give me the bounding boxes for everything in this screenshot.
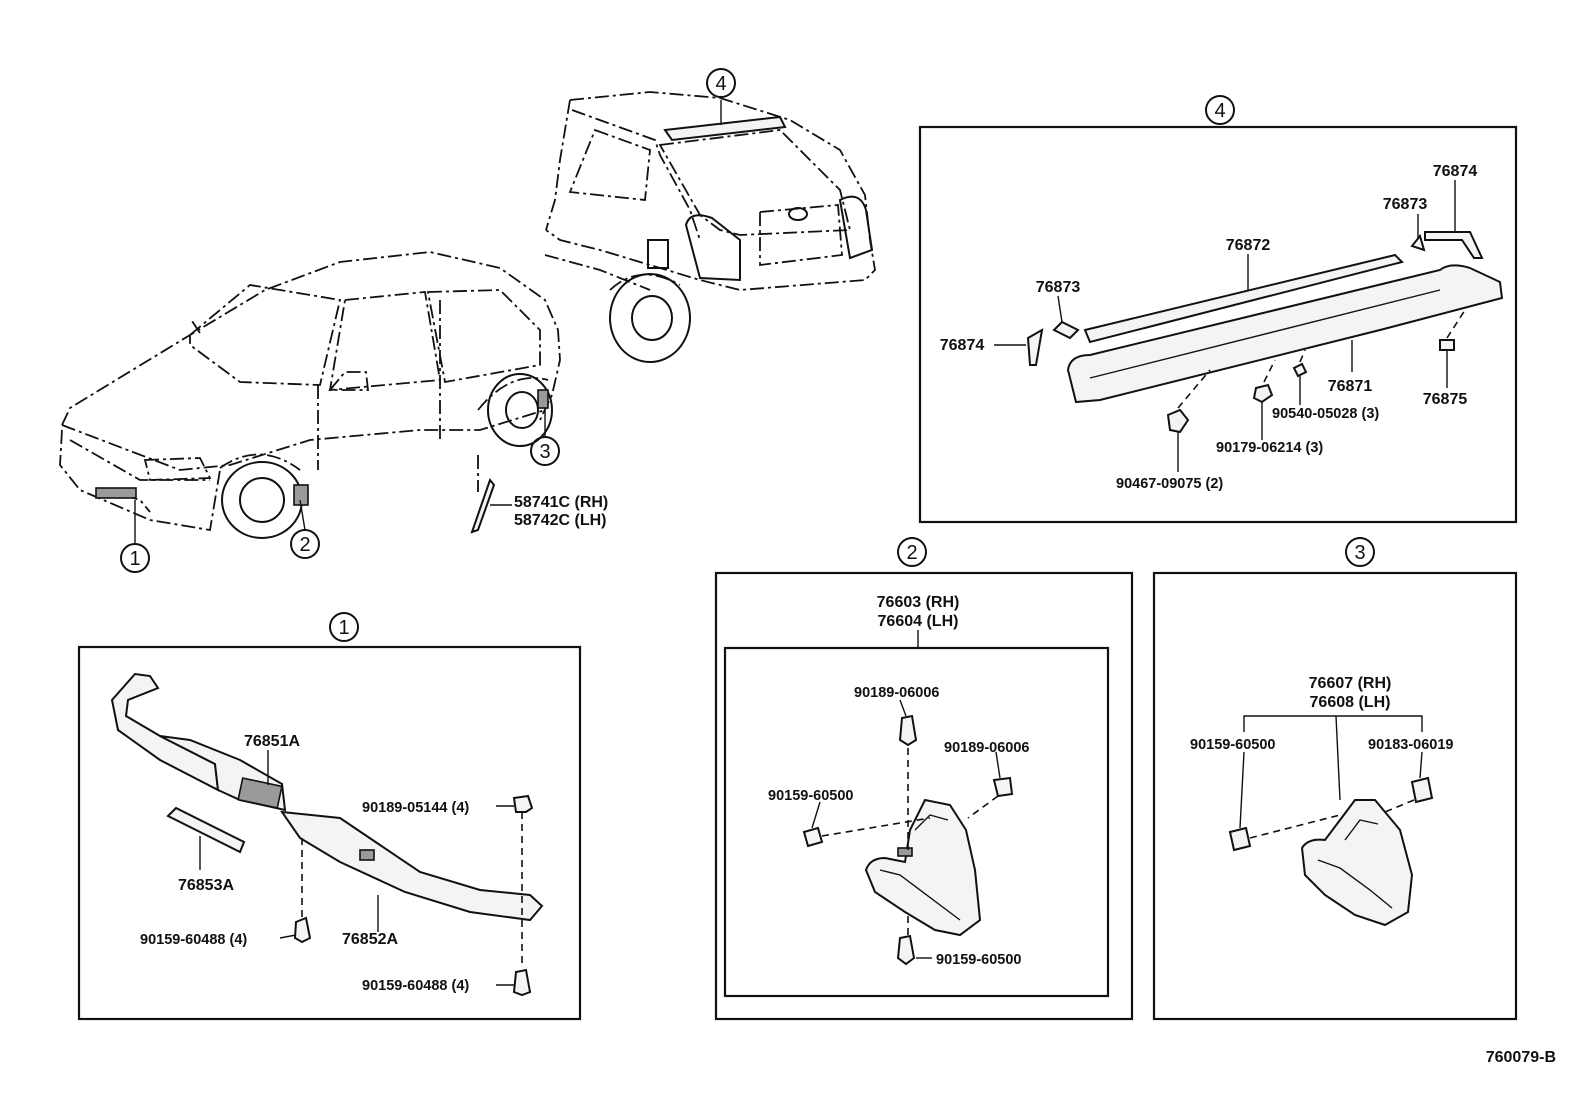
- rear-car-illustration: [544, 91, 876, 363]
- clip-90183-06019: [1410, 776, 1434, 804]
- clip-90189-05144: [512, 794, 534, 813]
- mudguard-front-lh: 76604 (LH): [878, 613, 959, 630]
- part-90159-60500-b: 90159-60500: [936, 952, 1021, 968]
- screw-90159-60500-a: [802, 826, 824, 848]
- part-90183-06019: 90183-06019: [1368, 737, 1453, 753]
- part-90189-06006-a: 90189-06006: [854, 685, 939, 701]
- clip-90540: [1292, 362, 1308, 378]
- panel-4-rear-spoiler: 4 76874 76873 76872 76873 76874 76871 7: [918, 95, 1518, 524]
- end-seal-right: [1410, 233, 1426, 252]
- rear-spoiler-body: [1066, 264, 1504, 404]
- panel-3-rear-mudguard: 3 76607 (RH) 76608 (LH) 90159-60500 9018…: [1152, 537, 1518, 1021]
- part-90159-60500-a: 90159-60500: [768, 788, 853, 804]
- callout-3-overview-label: 3: [539, 441, 550, 463]
- callout-1-overview: [120, 543, 150, 573]
- mudguard-lh-label: 58742C (LH): [514, 512, 606, 529]
- rear-mudguard-flap: [1300, 799, 1414, 927]
- panel-2-frame: [714, 571, 1134, 1021]
- part-76873-right: 76873: [1383, 196, 1428, 213]
- part-90159-60500-rear: 90159-60500: [1190, 737, 1275, 753]
- figure-code: 760079-B: [1486, 1049, 1556, 1066]
- part-76853A: 76853A: [178, 877, 234, 894]
- clip-90189-06006-b: [992, 776, 1014, 798]
- screw-90159-60500-b: [896, 934, 916, 966]
- mudguard-rh-label: 58741C (RH): [514, 494, 608, 511]
- panel-1-frame: [77, 645, 582, 1021]
- panel-4-frame: [918, 125, 1518, 524]
- screw-90159-60500-rear: [1228, 826, 1252, 852]
- part-76874-right: 76874: [1433, 163, 1478, 180]
- spoiler-bracket-76853A: [166, 806, 246, 854]
- callout-1-panel: [329, 612, 359, 642]
- end-cap-right: [1424, 231, 1484, 259]
- panel-2-inner-frame: [723, 646, 1110, 998]
- part-76875: 76875: [1423, 391, 1468, 408]
- part-90189-06006-b: 90189-06006: [944, 740, 1029, 756]
- part-90159-60488-a: 90159-60488 (4): [140, 932, 247, 948]
- end-seal-left: [1052, 320, 1080, 340]
- callout-4-panel: [1205, 95, 1235, 125]
- front-mudguard-flap: [864, 798, 982, 937]
- callout-4-top: [706, 68, 736, 98]
- callout-2-overview-label: 2: [299, 534, 310, 556]
- part-90159-60488-b: 90159-60488 (4): [362, 978, 469, 994]
- part-76873-left: 76873: [1036, 279, 1081, 296]
- screw-90159-60488-a: [293, 916, 312, 944]
- mudguard-front-rh: 76603 (RH): [877, 594, 960, 611]
- mudguard-rear-rh: 76607 (RH): [1309, 675, 1392, 692]
- screw-90159-60488-b: [512, 968, 532, 997]
- part-90179-06214: 90179-06214 (3): [1216, 440, 1323, 456]
- panel-3-frame: [1152, 571, 1518, 1021]
- panel-2-front-mudguard: 2 76603 (RH) 76604 (LH) 90189-06006 9018…: [714, 537, 1134, 1021]
- callout-2-panel: [897, 537, 927, 567]
- callout-4-panel-label: 4: [1214, 100, 1225, 122]
- part-90540-05028: 90540-05028 (3): [1272, 406, 1379, 422]
- part-76874-left: 76874: [940, 337, 985, 354]
- part-76852A: 76852A: [342, 931, 398, 948]
- callout-3-panel-label: 3: [1354, 542, 1365, 564]
- front-car-illustration: [59, 251, 561, 545]
- nut-90179: [1252, 383, 1274, 404]
- front-spoiler-upper-end: [110, 672, 220, 792]
- clip-90467: [1166, 408, 1190, 434]
- part-90189-05144: 90189-05144 (4): [362, 800, 469, 816]
- callout-2-overview: [290, 529, 320, 559]
- front-spoiler-lower: [279, 810, 544, 922]
- callout-4-top-label: 4: [715, 73, 726, 95]
- part-76871: 76871: [1328, 378, 1373, 395]
- spoiler-top-strip: [1083, 253, 1404, 344]
- clip-90189-06006-a: [898, 714, 918, 747]
- callout-2-panel-label: 2: [906, 542, 917, 564]
- part-76851A: 76851A: [244, 733, 300, 750]
- callout-1-panel-label: 1: [338, 617, 349, 639]
- panel-1-front-spoiler: 1 76851A 90189-05144 (4) 76853A 90159-60…: [77, 612, 582, 1021]
- callout-3-overview: [530, 436, 560, 466]
- mudguard-rear-lh: 76608 (LH): [1310, 694, 1391, 711]
- part-76872: 76872: [1226, 237, 1271, 254]
- spoiler-pad: [1439, 339, 1455, 351]
- part-90467-09075: 90467-09075 (2): [1116, 476, 1223, 492]
- callout-3-panel: [1345, 537, 1375, 567]
- callout-1-overview-label: 1: [129, 548, 140, 570]
- end-cap-left: [1026, 328, 1044, 366]
